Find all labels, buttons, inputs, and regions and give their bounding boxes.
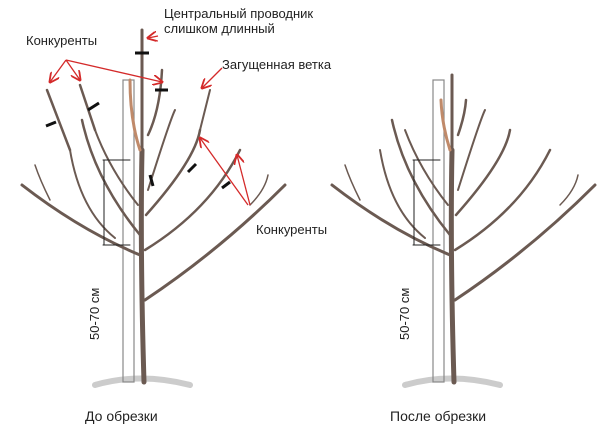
label-leader-line1: Центральный проводник: [164, 6, 314, 21]
callout-arrows: [50, 36, 251, 206]
label-thickening-branch: Загущенная ветка: [222, 57, 332, 72]
caption-before: До обрезки: [85, 408, 158, 424]
height-label-right: 50-70 см: [397, 287, 412, 340]
tree-before-pruning: [22, 28, 285, 385]
cut-marks: [45, 51, 231, 190]
label-leader-too-long: Центральный проводник слишком длинный: [164, 6, 313, 36]
height-label-left: 50-70 см: [87, 287, 102, 340]
label-competitors-top: Конкуренты: [26, 33, 98, 48]
label-competitors-right: Конкуренты: [256, 222, 328, 237]
caption-after: После обрезки: [390, 408, 487, 424]
tree-after-pruning: [332, 73, 595, 385]
label-leader-line2: слишком длинный: [164, 21, 275, 36]
